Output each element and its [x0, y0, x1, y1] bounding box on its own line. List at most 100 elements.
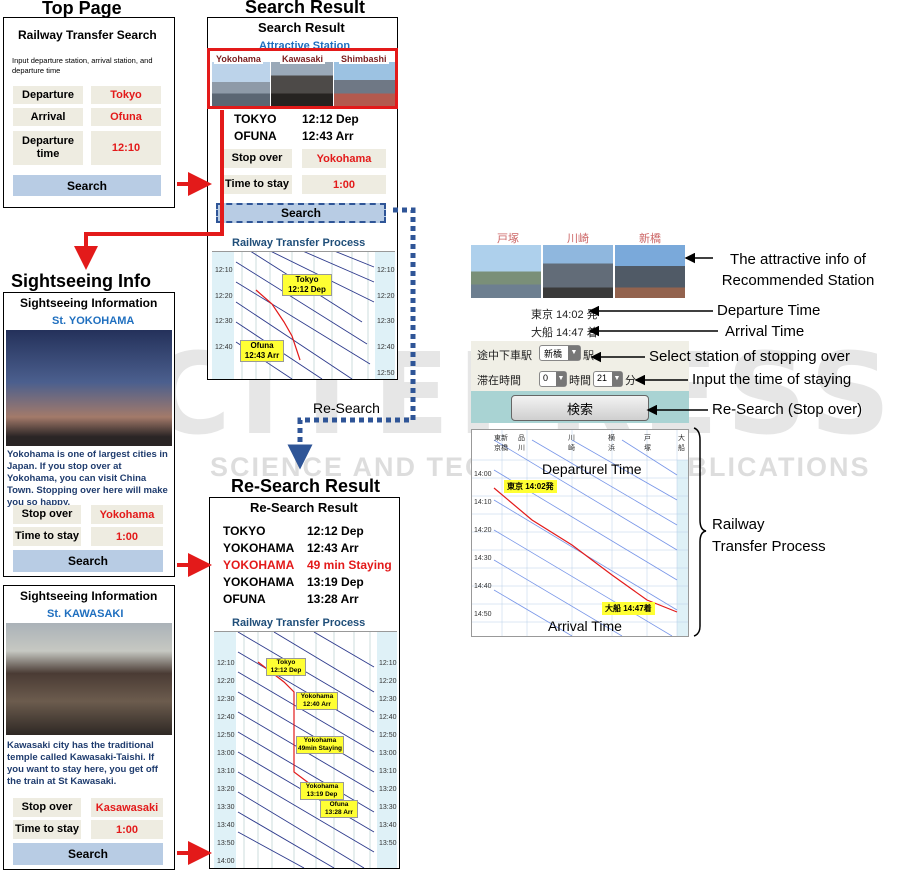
rr-time-1240: 12:40: [217, 714, 235, 721]
mini-time-1210-left: 12:10: [215, 267, 233, 274]
sight1-stay-value[interactable]: 1:00: [91, 527, 163, 546]
annotation-input-time: Input the time of staying: [692, 371, 852, 388]
jp-photo-shimbashi[interactable]: [615, 245, 685, 298]
jp-time-1440: 14:40: [474, 583, 492, 590]
jp-photo-totsuka[interactable]: [471, 245, 541, 298]
annotation-attractive-info: The attractive info of Recommended Stati…: [721, 251, 875, 289]
rr-time-1220: 12:20: [217, 678, 235, 685]
sight1-stop-label: Stop over: [13, 505, 81, 524]
jp-header-5: 戸 塚: [644, 435, 651, 452]
re-search-result-panel: Re-Search Result TOKYO 12:12 Dep YOKOHAM…: [209, 497, 400, 869]
chevron-down-icon: ▼: [612, 372, 622, 386]
rr-time-1320: 13:20: [217, 786, 235, 793]
departure-time-value[interactable]: 12:10: [91, 131, 161, 165]
jp-station-kawasaki[interactable]: 川崎: [567, 233, 589, 245]
rr-process-title: Railway Transfer Process: [232, 617, 366, 629]
departure-label: Departure: [13, 86, 83, 104]
rr-label-yokohama-stay: Yokohama 49min Staying: [296, 736, 344, 754]
rr-time-1240-right: 12:40: [379, 714, 397, 721]
stop-over-label: Stop over: [222, 149, 292, 168]
top-page-panel: Railway Transfer Search Input departure …: [3, 17, 175, 208]
sight1-stay-label: Time to stay: [13, 527, 81, 546]
annotation-select-station: Select station of stopping over: [649, 348, 850, 365]
jp-stay-label: 滞在時間: [477, 375, 521, 387]
jp-header-1: 東新 京橋: [494, 435, 508, 452]
jp-station-totsuka[interactable]: 戸塚: [497, 233, 519, 245]
sight2-stop-value[interactable]: Kasawasaki: [91, 798, 163, 817]
rr-label-yokohama-arr: Yokohama 12:40 Arr: [296, 692, 338, 710]
rr-time-1300-right: 13:00: [379, 750, 397, 757]
departure-value[interactable]: Tokyo: [91, 86, 161, 104]
jp-search-button[interactable]: 検索: [511, 395, 649, 421]
rr-time-1: 12:12 Dep: [307, 524, 364, 538]
sight1-stop-value[interactable]: Yokohama: [91, 505, 163, 524]
mini-time-1220-right: 12:20: [377, 293, 395, 300]
jp-minute-unit: 分: [625, 375, 636, 387]
rr-station-1: TOKYO: [223, 524, 266, 538]
rr-time-1310: 13:10: [217, 768, 235, 775]
rr-time-1350: 13:50: [217, 840, 235, 847]
jp-arrival: 大船 14:47 着: [531, 327, 598, 339]
result-search-button[interactable]: Search: [216, 203, 386, 223]
rr-time-1350-right: 13:50: [379, 840, 397, 847]
rr-time-3: 49 min Staying: [307, 558, 392, 572]
chevron-down-icon: ▼: [568, 346, 580, 360]
sight2-search-button[interactable]: Search: [13, 843, 163, 865]
jp-hour-select[interactable]: 0 ▼: [539, 371, 567, 387]
sightseeing-kawasaki-title: Sightseeing Information: [20, 589, 158, 603]
jp-minute-select[interactable]: 21 ▼: [593, 371, 623, 387]
rr-station-2: YOKOHAMA: [223, 541, 295, 555]
kawasaki-photo[interactable]: [271, 62, 333, 107]
jp-inner-arrival-label: Arrival Time: [548, 618, 622, 634]
re-search-result-heading: Re-Search Result: [250, 500, 358, 515]
mini-time-1250-right: 12:50: [377, 370, 395, 377]
jp-station-shimbashi[interactable]: 新橋: [639, 233, 661, 245]
result-station-ofuna: OFUNA: [234, 129, 277, 143]
top-instruction: Input departure station, arrival station…: [12, 56, 153, 75]
stop-over-value[interactable]: Yokohama: [302, 149, 386, 168]
mini-label-ofuna: Ofuna 12:43 Arr: [240, 340, 284, 362]
shimbashi-photo[interactable]: [334, 62, 396, 107]
sight1-search-button[interactable]: Search: [13, 550, 163, 572]
jp-header-6: 大 船: [678, 435, 685, 452]
jp-photo-kawasaki[interactable]: [543, 245, 613, 298]
rr-time-1250-right: 12:50: [379, 732, 397, 739]
rr-time-1210: 12:10: [217, 660, 235, 667]
mini-time-1220-left: 12:20: [215, 293, 233, 300]
departure-time-label: Departure time: [13, 131, 83, 165]
rr-time-1300: 13:00: [217, 750, 235, 757]
process-title: Railway Transfer Process: [232, 237, 366, 249]
arrival-value[interactable]: Ofuna: [91, 108, 161, 126]
sightseeing-kawasaki-desc: Kawasaki city has the traditional temple…: [7, 740, 158, 787]
search-result-panel: Search Result Attractive Station Yokoham…: [207, 17, 398, 380]
sightseeing-kawasaki-panel: Sightseeing Information St. KAWASAKI Kaw…: [3, 585, 175, 870]
jp-departure-tag: 東京 14:02発: [504, 480, 557, 493]
annotation-re-search: Re-Search (Stop over): [712, 401, 863, 418]
mini-time-1230-left: 12:30: [215, 318, 233, 325]
rr-time-2: 12:43 Arr: [307, 541, 359, 555]
rr-station-4: YOKOHAMA: [223, 575, 295, 589]
sightseeing-yokohama-station: St. YOKOHAMA: [52, 315, 135, 327]
yokohama-photo[interactable]: [212, 62, 270, 107]
rr-time-1320-right: 13:20: [379, 786, 397, 793]
rr-label-ofuna: Ofuna 13:28 Arr: [320, 800, 358, 818]
mini-time-1210-right: 12:10: [377, 267, 395, 274]
jp-time-1450: 14:50: [474, 611, 492, 618]
jp-time-1410: 14:10: [474, 499, 492, 506]
top-search-button[interactable]: Search: [13, 175, 161, 196]
jp-time-1420: 14:20: [474, 527, 492, 534]
result-station-tokyo: TOKYO: [234, 112, 277, 126]
rr-label-yokohama-dep: Yokohama 13:19 Dep: [300, 782, 344, 800]
annotation-arrival-time: Arrival Time: [725, 323, 805, 340]
sight2-stay-value[interactable]: 1:00: [91, 820, 163, 839]
sightseeing-section-title: Sightseeing Info: [11, 271, 152, 291]
jp-hour-value: 0: [543, 373, 549, 383]
jp-hour-unit: 時間: [569, 375, 591, 387]
jp-stop-select[interactable]: 新橋 ▼: [539, 345, 581, 361]
jp-header-4: 横 浜: [608, 435, 615, 452]
time-to-stay-value[interactable]: 1:00: [302, 175, 386, 194]
jp-timetable: 東新 京橋 品 川 川 崎 横 浜 戸 塚 大 船 14:00 14:10 14…: [471, 429, 689, 637]
rr-time-5: 13:28 Arr: [307, 592, 359, 606]
rr-station-5: OFUNA: [223, 592, 266, 606]
search-result-section-title: Search Result: [245, 0, 366, 17]
